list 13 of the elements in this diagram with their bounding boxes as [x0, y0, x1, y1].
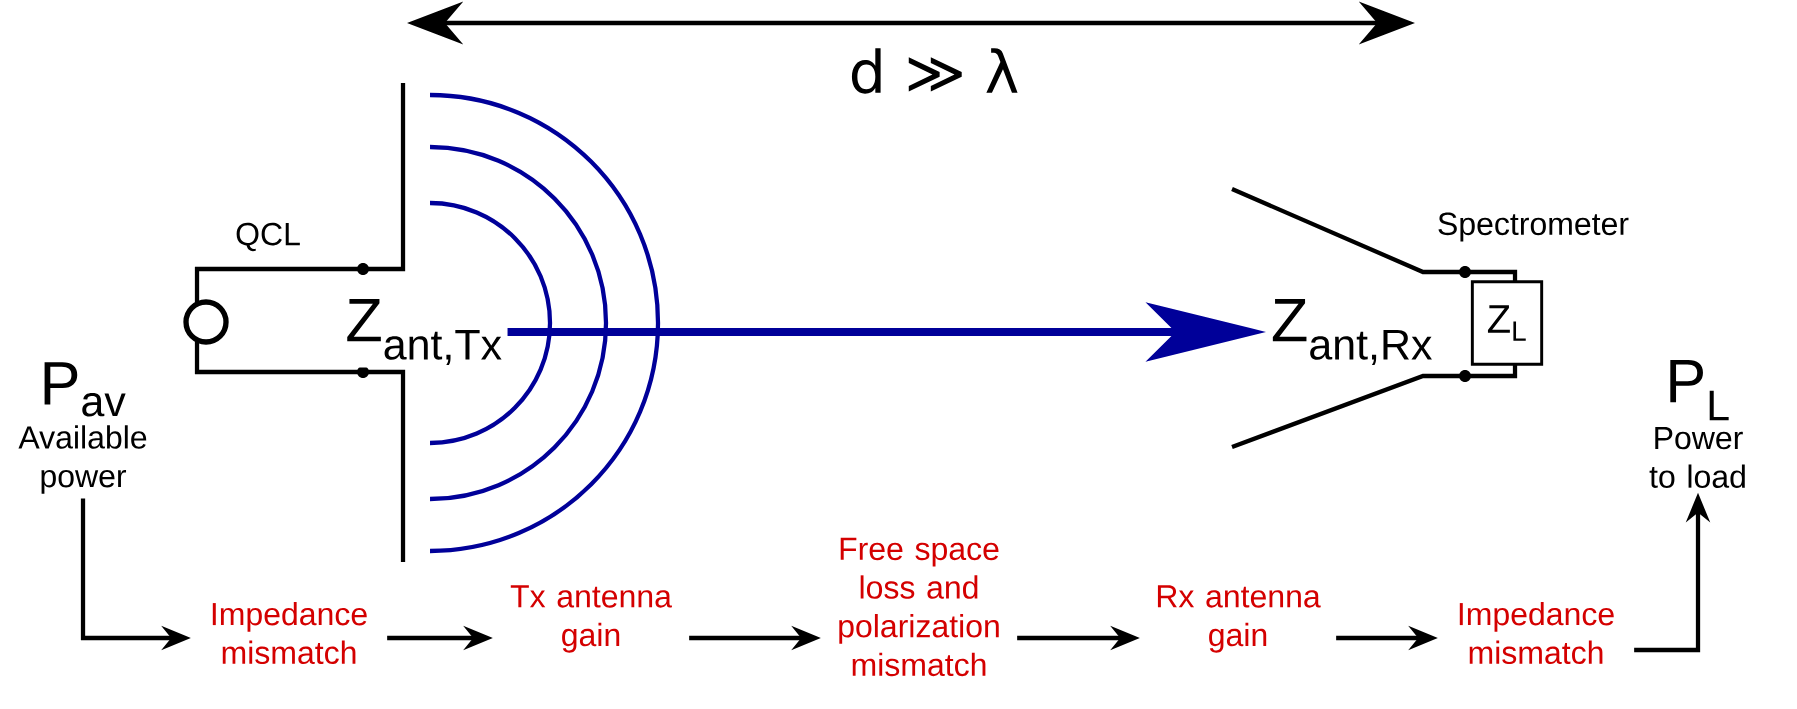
source-label: QCL: [236, 222, 300, 252]
loss-label: Impedance mismatch: [1459, 601, 1614, 665]
loss-label: Rx antenna gain: [1157, 585, 1321, 653]
receiver-label: Spectrometer: [1438, 212, 1629, 242]
power-label: P$_{av}$ Available power: [18, 362, 147, 494]
load-impedance-box: Z$_{L}$: [1470, 280, 1544, 366]
power-label: P$_{L}$ Power to load: [1649, 360, 1745, 488]
loss-label: Tx antenna gain: [510, 585, 672, 653]
loss-label: Free space loss and polarization mismatch: [839, 537, 999, 677]
impedance-label: Z$_{ant,Rx}$: [1268, 296, 1436, 368]
impedance-label: Z$_{ant,Tx}$: [342, 296, 506, 368]
distance-label: d ≫ λ: [851, 48, 1018, 94]
loss-label: Impedance mismatch: [212, 601, 367, 665]
